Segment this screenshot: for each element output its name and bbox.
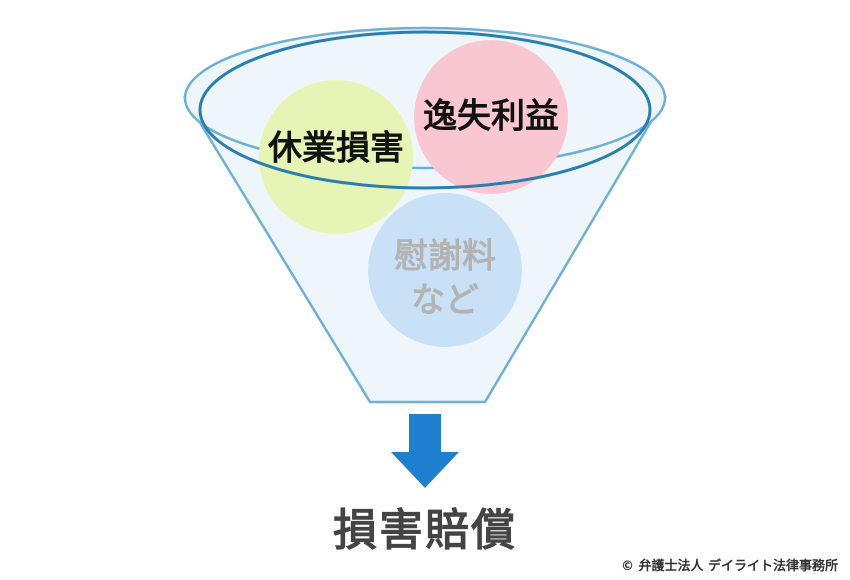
bubble-kyugyo-label: 休業損害 (267, 129, 404, 169)
result-label: 損害賠償 (333, 505, 517, 556)
bubble-isharyo-label-line1: 慰謝料 (394, 237, 496, 277)
bubble-isharyo (368, 193, 522, 347)
funnel-rim-inner (198, 30, 652, 190)
bubble-isshitsu-label: 逸失利益 (423, 97, 559, 137)
bubble-isshitsu-rieki (414, 40, 568, 194)
bubble-kyugyo-songai (259, 80, 413, 234)
bubble-isharyo-label-line2: など (411, 281, 479, 321)
arrow-down-icon (391, 414, 459, 488)
copyright-text: © 弁護士法人 デイライト法律事務所 (620, 559, 838, 574)
